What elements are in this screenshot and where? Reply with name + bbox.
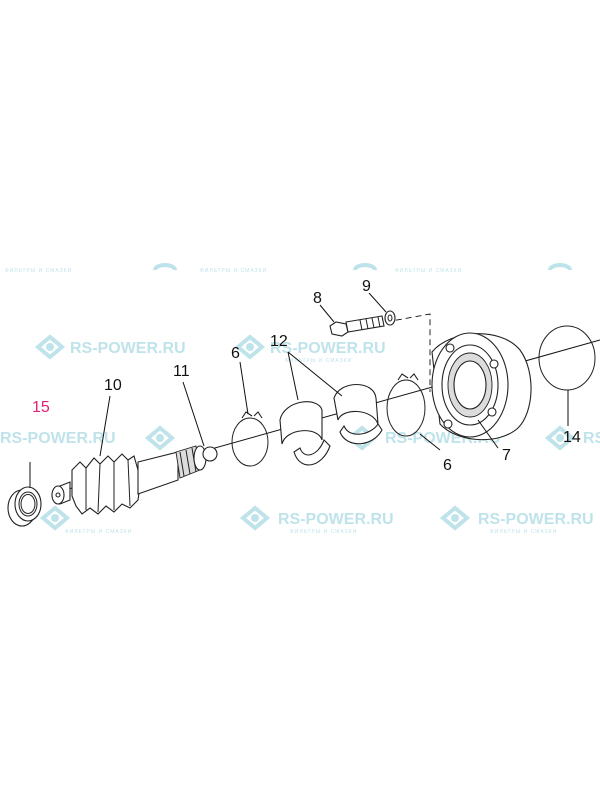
watermark-tagline: ФИЛЬТРЫ И СМАЗКИ [65,529,132,535]
watermark-logo-icon [34,334,66,360]
watermark-brand: RS-POWER.RU [70,340,186,357]
callout-8: 8 [313,290,322,307]
watermark-logo-icon [548,263,572,271]
watermark-logo-icon [153,263,177,271]
callout-10: 10 [104,377,122,394]
part-15-bearing-ring [7,486,42,527]
watermark-tagline: ФИЛЬТРЫ И СМАЗКИ [285,358,352,364]
watermark-tagline: ФИЛЬТРЫ И СМАЗКИ [5,268,72,274]
watermark-brand: RS-POWER.RU [583,430,600,447]
watermark-logo-icon [544,425,576,451]
watermark-logo-icon [239,505,271,531]
watermark-logo-icon [234,334,266,360]
watermark-tagline: ФИЛЬТРЫ И СМАЗКИ [200,268,267,274]
watermark-tagline: ФИЛЬТРЫ И СМАЗКИ [490,529,557,535]
part-8-bolt [329,315,385,337]
watermark-logo-icon [439,505,471,531]
callout-12: 12 [270,333,288,350]
callout-labels: 15 10 11 6 12 8 9 6 7 14 [32,278,581,474]
watermark-tagline: ФИЛЬТРЫ И СМАЗКИ [395,268,462,274]
part-7-bearing-housing [431,332,532,441]
watermark-logo-icon [353,263,377,271]
watermark-logo-icon [144,425,176,451]
part-6-snap-ring-left [231,411,269,467]
watermark-brand: RS-POWER.RU [278,511,394,528]
callout-6-right: 6 [443,457,452,474]
part-11-ball [202,446,218,462]
part-10-pinion-shaft [51,445,207,515]
watermark-layer: ФИЛЬТРЫ И СМАЗКИ ФИЛЬТРЫ И СМАЗКИ ФИЛЬТР… [0,263,600,535]
watermark-brand: RS-POWER.RU [270,340,386,357]
bolt-axis-dashed-line [385,313,431,392]
callout-14: 14 [563,429,581,446]
watermark-brand: RS-POWER.RU [0,430,116,447]
callout-15: 15 [32,399,50,416]
part-9-washer [384,310,396,326]
watermark-tagline: ФИЛЬТРЫ И СМАЗКИ [290,529,357,535]
leader-lines [29,292,569,488]
callout-6-left: 6 [231,345,240,362]
callout-9: 9 [362,278,371,295]
watermark-brand: RS-POWER.RU [478,511,594,528]
callout-11: 11 [173,363,190,380]
part-12-half-shims [279,384,383,466]
callout-7: 7 [502,447,511,464]
watermark-logo-icon [39,505,71,531]
part-6-snap-ring-right [386,373,426,437]
part-14-o-ring [538,325,596,391]
